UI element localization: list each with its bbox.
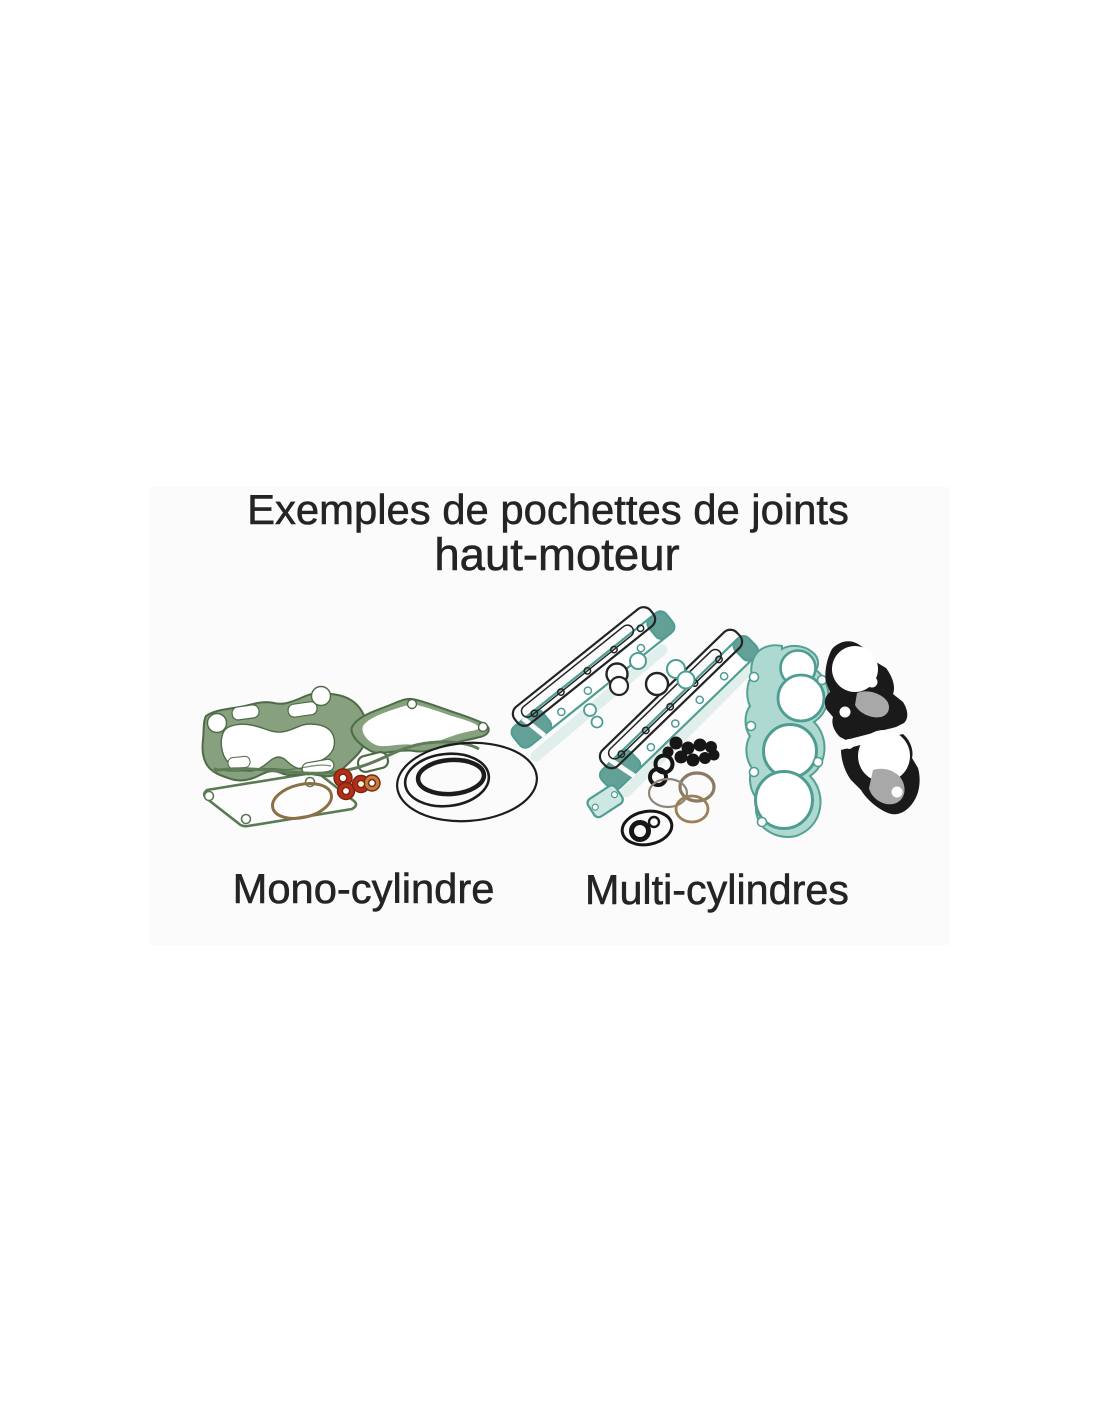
svg-text:Multi-cylindres: Multi-cylindres [585,867,849,913]
svg-text:Exemples de pochettes de joint: Exemples de pochettes de joints [247,486,849,533]
svg-text:Mono-cylindre: Mono-cylindre [233,865,495,912]
svg-text:haut-moteur: haut-moteur [434,529,679,580]
